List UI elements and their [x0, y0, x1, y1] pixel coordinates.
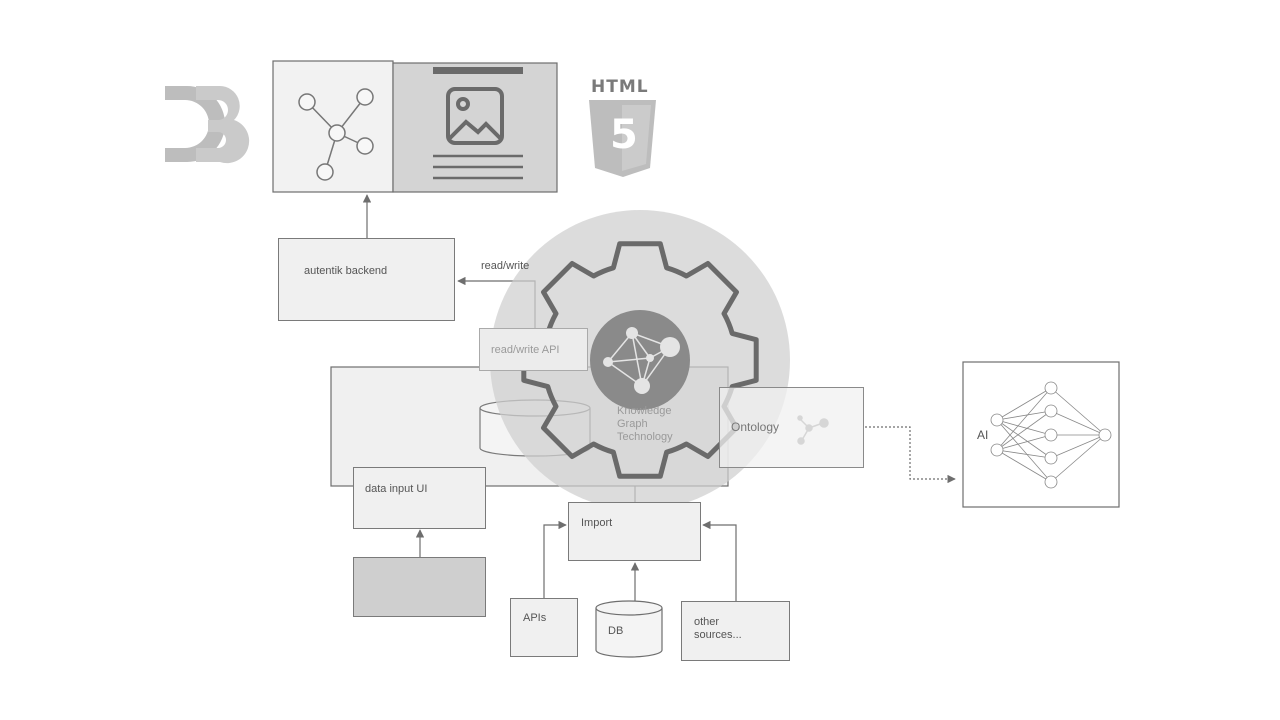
- nn-node: [1098, 428, 1112, 442]
- apis-box: APIs: [510, 598, 578, 657]
- data-input-ui-label: data input UI: [365, 483, 428, 495]
- nn-edge: [996, 419, 1052, 483]
- knowledge-graph-icon: [590, 310, 690, 410]
- other-sources-box: other sources...: [681, 601, 790, 661]
- nn-node: [1044, 404, 1058, 418]
- input-source-box: [353, 557, 486, 617]
- other-sources-label: other sources...: [694, 616, 742, 641]
- nn-edge: [996, 387, 1052, 451]
- image-icon: [446, 87, 504, 145]
- d3-logo: [165, 86, 250, 164]
- autentik-backend-box: autentik backend: [278, 238, 455, 321]
- nn-edge: [996, 410, 1052, 451]
- read-write-api-label: read/write API: [491, 344, 560, 356]
- html5-logo-text: HTML: [591, 77, 649, 97]
- neural-network-icon: [990, 381, 1112, 489]
- nn-node: [1044, 475, 1058, 489]
- nn-edge: [996, 449, 1052, 483]
- page-header-bar: [433, 67, 523, 74]
- arrow-other-to-import: [702, 520, 737, 601]
- read-write-label: read/write: [481, 260, 530, 272]
- nn-edge: [996, 419, 1052, 459]
- nn-edge: [996, 434, 1052, 451]
- gear-outline: [521, 241, 759, 479]
- nn-edge: [996, 410, 1052, 421]
- knowledge-graph-label: Knowledge Graph Technology: [617, 405, 673, 443]
- ai-panel: [962, 361, 1120, 508]
- nn-edge: [996, 387, 1052, 421]
- ontology-box: Ontology: [719, 387, 864, 468]
- nn-edge: [996, 449, 1052, 459]
- autentik-backend-label: autentik backend: [304, 265, 388, 277]
- nn-node: [990, 443, 1004, 457]
- data-input-ui-box: data input UI: [353, 467, 486, 529]
- html5-logo-badge: 5: [610, 112, 638, 158]
- import-box: Import: [568, 502, 701, 561]
- apis-label: APIs: [523, 612, 547, 624]
- nn-edge: [1050, 434, 1106, 483]
- nn-edge: [996, 419, 1052, 436]
- import-label: Import: [581, 517, 613, 529]
- arrow-ontology-to-ai: [865, 426, 956, 484]
- db-label: DB: [608, 625, 624, 637]
- text-lines-icon: [433, 154, 523, 180]
- ai-label: AI: [977, 428, 989, 442]
- nn-node: [1044, 428, 1058, 442]
- graph-icon: [298, 88, 374, 181]
- nn-node: [1044, 451, 1058, 465]
- db-cylinder: [595, 600, 663, 658]
- nn-edge: [1050, 387, 1106, 436]
- read-write-api-box: read/write API: [479, 328, 588, 371]
- gear-icon: [521, 241, 759, 479]
- nn-node: [990, 413, 1004, 427]
- arrow-apis-to-import: [543, 520, 567, 598]
- nn-node: [1044, 381, 1058, 395]
- html5-logo: [589, 100, 656, 177]
- ontology-label: Ontology: [731, 420, 780, 434]
- nn-edge: [1050, 434, 1106, 459]
- nn-edge: [1050, 410, 1106, 436]
